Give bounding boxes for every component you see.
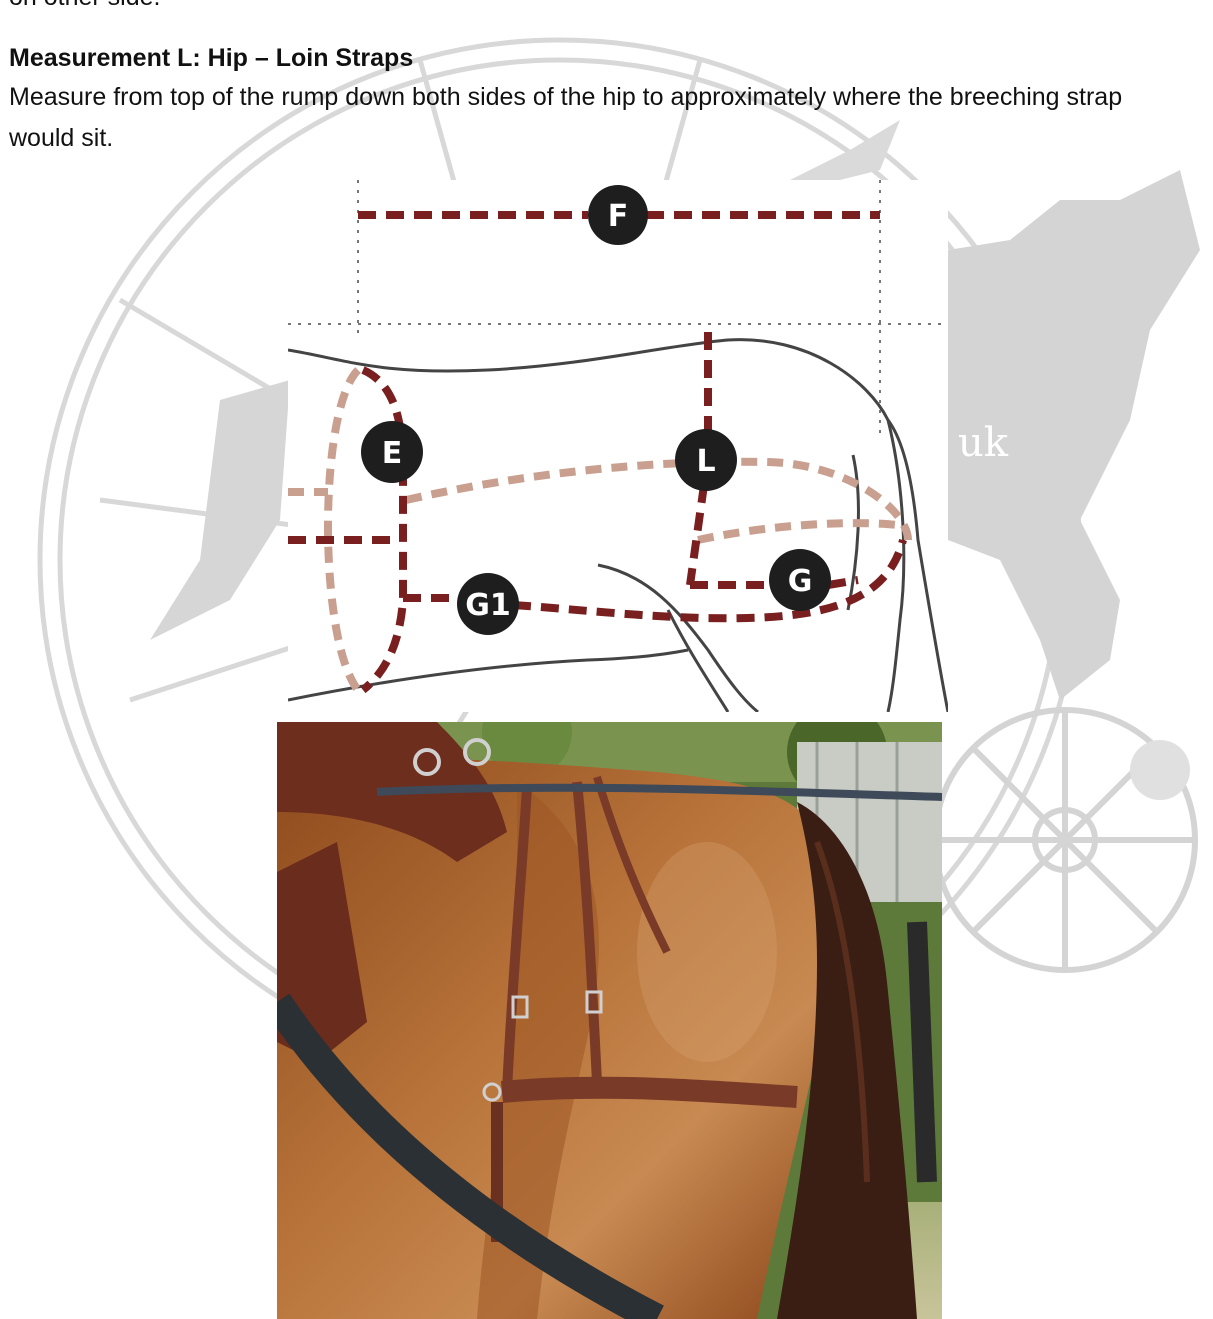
marker-g1: G1 (457, 573, 519, 635)
marker-f-label: F (608, 199, 629, 234)
harness-photo (277, 722, 942, 1319)
section-heading: Measurement L: Hip – Loin Straps (9, 37, 413, 80)
marker-e-label: E (382, 436, 403, 471)
marker-g-label: G (788, 564, 813, 599)
instruction-text: Measure from top of the rump down both s… (9, 77, 1179, 159)
marker-l: L (675, 429, 737, 491)
watermark-text: uk (958, 420, 1008, 466)
measurement-diagram: F E L G1 G (288, 180, 948, 712)
marker-g1-label: G1 (465, 588, 511, 623)
marker-g: G (769, 549, 831, 611)
marker-f: F (588, 185, 648, 245)
marker-l-label: L (696, 444, 715, 479)
previous-line-text: on other side. (9, 0, 161, 19)
marker-e: E (361, 421, 423, 483)
